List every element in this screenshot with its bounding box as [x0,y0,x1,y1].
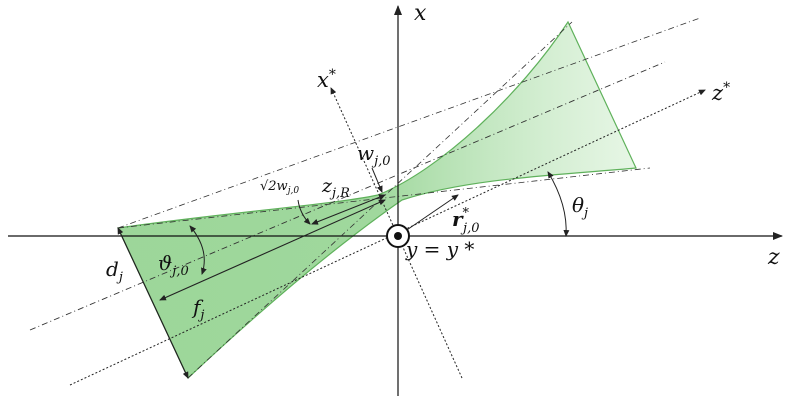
rayleigh-range-label: zj,R [321,175,350,201]
theta-angle-arc [547,171,570,237]
aperture-label: dj [106,257,123,285]
y-equals-label: y = y * [405,237,474,261]
sqrt2w-label: √2wj,0 [260,179,299,196]
vartheta-label: ϑj,0 [158,251,189,279]
z-axis-label: z [767,245,780,270]
vartheta-angle-arc [189,225,207,275]
x-star-label: x* [317,67,336,92]
waist-label: wj,0 [357,141,391,169]
beam-axis-line [29,61,666,331]
offset-vector [397,194,459,237]
y-axis-symbol-dot [394,232,402,240]
rayleigh-range-arrow [311,194,386,225]
z-star-label: z* [711,80,730,105]
sqrt2w-arc [297,199,311,225]
theta-label: θj [572,193,588,221]
offset-vector-label: r*j,0 [452,206,479,236]
x-axis-label: x [414,1,427,26]
asymptote-lower [187,21,573,379]
aperture-line [117,227,189,379]
waist-arrow [371,167,383,193]
x-star-axis [330,87,463,379]
